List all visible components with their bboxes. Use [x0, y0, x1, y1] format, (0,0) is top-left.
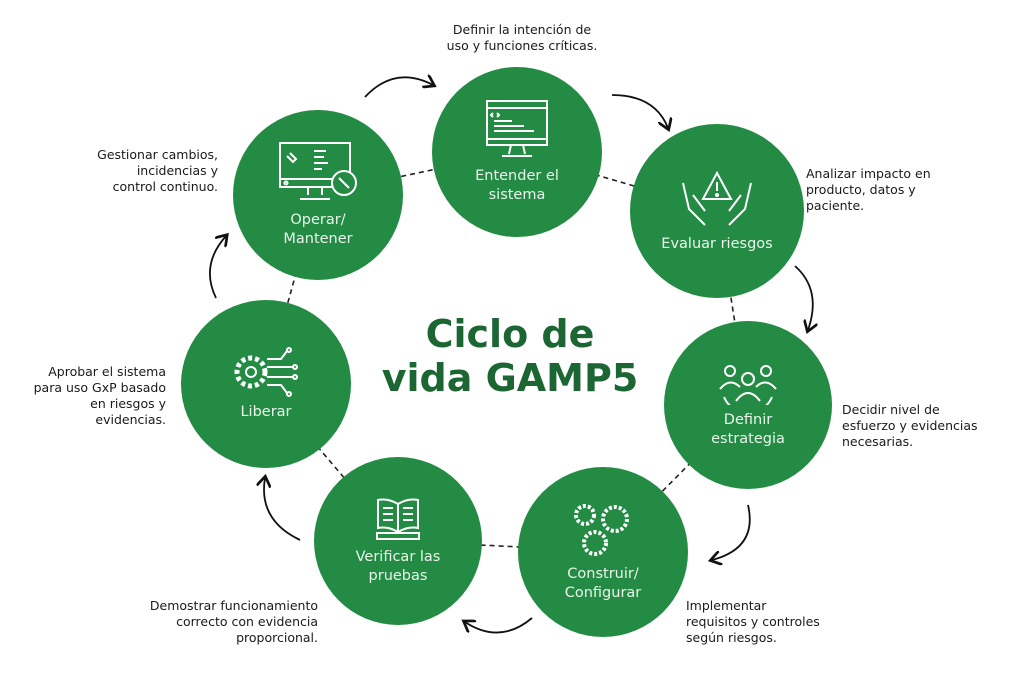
stage-label: Liberar — [240, 403, 292, 420]
arrow-5 — [465, 617, 533, 634]
arrow-1 — [364, 77, 433, 98]
stage-definir: Definir estrategia — [664, 321, 832, 489]
stage-liberar: Liberar — [181, 300, 351, 468]
arrow-2 — [611, 94, 668, 128]
team-icon — [719, 365, 777, 405]
stage-label: Construir/ Configurar — [564, 566, 642, 601]
stage-verificar: Verificar las pruebas — [314, 457, 482, 625]
stage-label: Operar/ Mantener — [283, 212, 353, 247]
hands-warning-icon — [682, 170, 752, 226]
arrow-4 — [712, 504, 751, 560]
book-icon — [376, 498, 420, 540]
stage-construir: Construir/ Configurar — [518, 467, 688, 637]
gears-icon — [574, 504, 629, 556]
dashed-ring — [264, 151, 749, 552]
stage-label: Evaluar riesgos — [661, 235, 773, 252]
note-verificar: Demostrar funcionamiento correcto con ev… — [149, 598, 318, 645]
stage-operar: Operar/ Mantener — [233, 110, 403, 280]
stage-evaluar: Evaluar riesgos — [630, 124, 804, 298]
stage-label: Definir estrategia — [711, 412, 785, 447]
code-monitor-icon — [486, 100, 548, 157]
stage-label: Verificar las pruebas — [355, 549, 441, 584]
note-evaluar: Analizar impacto en producto, datos y pa… — [806, 166, 931, 213]
gear-circuit-icon — [234, 346, 298, 397]
stage-entender: Entender el sistema — [432, 67, 602, 237]
arrow-3 — [794, 265, 813, 330]
diagram-title: Ciclo de vida GAMP5 — [381, 312, 639, 400]
note-entender: Definir la intención de uso y funciones … — [446, 22, 598, 53]
stage-label: Entender el sistema — [475, 168, 559, 203]
arrow-7 — [209, 236, 226, 299]
note-liberar: Aprobar el sistema para uso GxP basado e… — [33, 364, 166, 427]
note-construir: Implementar requisitos y controles según… — [686, 598, 820, 645]
note-definir: Decidir nivel de esfuerzo y evidencias n… — [842, 402, 978, 449]
note-operar: Gestionar cambios, incidencias y control… — [97, 147, 218, 194]
monitor-wrench-icon — [279, 142, 357, 200]
arrow-6 — [264, 478, 301, 541]
